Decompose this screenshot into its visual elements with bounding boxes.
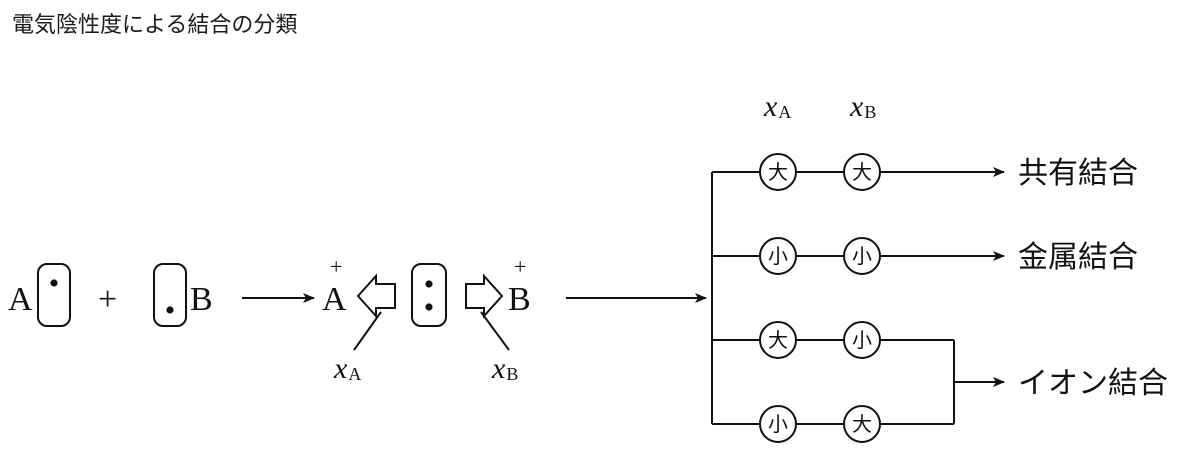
atom-a-label: A (8, 281, 33, 318)
ion-b-charge: + (514, 254, 526, 279)
pointer-line-b (480, 311, 510, 351)
atom-b-electron-box (153, 263, 187, 327)
value-a-row4: 小 (768, 412, 788, 436)
header-x-b: xB (849, 90, 876, 123)
value-a-row2: 小 (768, 244, 788, 268)
value-b-row4: 大 (852, 412, 872, 436)
shared-pair-dot-upper (425, 280, 433, 288)
atom-a-electron-dot (50, 279, 58, 287)
hollow-arrow-left-icon (356, 273, 396, 319)
plus-sign: + (98, 281, 117, 318)
shared-pair-dot-lower (425, 303, 433, 311)
pointer-line-a (353, 311, 382, 351)
value-b-row2: 小 (852, 244, 872, 268)
atom-b-label: B (190, 281, 213, 318)
row-ionic-2: 小 大 (712, 405, 954, 443)
value-b-row1: 大 (852, 160, 872, 184)
value-a-row1: 大 (768, 160, 788, 184)
header-x-a: xA (763, 90, 791, 123)
result-metallic: 金属結合 (1018, 240, 1138, 275)
row-metallic: 小 小 金属結合 (712, 237, 1138, 275)
page-title: 電気陰性度による結合の分類 (12, 13, 297, 38)
ion-b-label: B (508, 281, 531, 318)
value-a-row3: 大 (768, 328, 788, 352)
value-b-row3: 小 (852, 328, 872, 352)
row-ionic-1: 大 小 (712, 321, 954, 359)
atom-b-electron-dot (166, 306, 174, 314)
ion-a-label: A (322, 281, 347, 318)
hollow-arrow-right-icon (465, 273, 504, 319)
result-covalent: 共有結合 (1018, 156, 1138, 191)
result-ionic: イオン結合 (1018, 366, 1168, 401)
row-covalent: 大 大 共有結合 (712, 153, 1138, 191)
x-a-label-bottom: xA (333, 352, 361, 385)
atom-a-electron-box (37, 263, 71, 327)
x-b-label-bottom: xB (491, 352, 518, 385)
shared-pair-box (411, 263, 447, 327)
ion-a-charge: + (330, 254, 342, 279)
